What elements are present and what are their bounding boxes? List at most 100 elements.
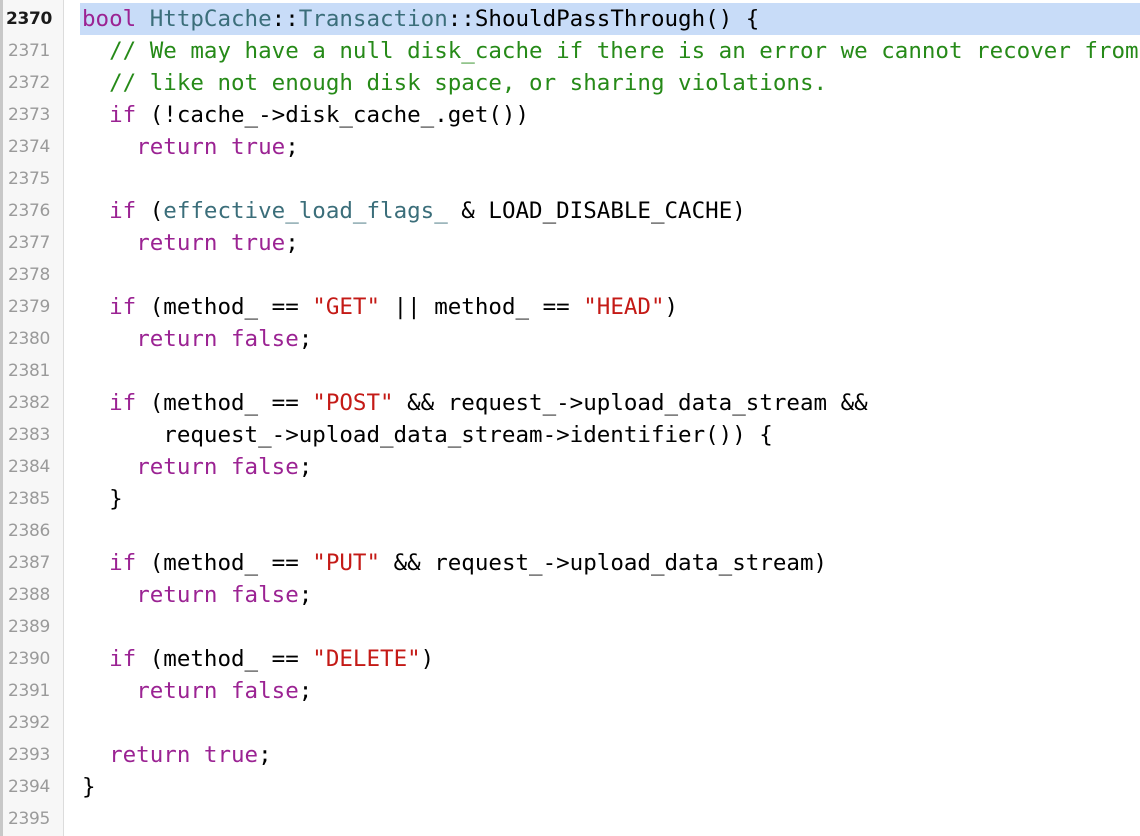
code-area[interactable]: 2370 bool HttpCache::Transaction::ShouldP… [0,3,1140,835]
code-line-text[interactable]: bool HttpCache::Transaction::ShouldPassT… [80,3,1140,35]
code-line-text[interactable]: return true; [80,739,1140,771]
line-number[interactable]: 2372 [7,73,51,93]
code-line-text[interactable]: if (effective_load_flags_ & LOAD_DISABLE… [80,195,1140,227]
code-line-text[interactable]: return false; [80,451,1140,483]
code-line[interactable]: 2384 return false; [0,451,1140,483]
code-line-text[interactable]: if (!cache_->disk_cache_.get()) [80,99,1140,131]
line-number[interactable]: 2385 [7,489,51,509]
code-line[interactable]: 2385 } [0,483,1140,515]
code-line-text[interactable]: // like not enough disk space, or sharin… [80,67,1140,99]
code-line[interactable]: 2375 [0,163,1140,195]
code-line-text[interactable] [80,803,1140,835]
code-line-text[interactable]: request_->upload_data_stream->identifier… [80,419,1140,451]
string-token: "HEAD" [583,294,665,320]
code-line-text[interactable]: if (method_ == "PUT" && request_->upload… [80,547,1140,579]
code-line[interactable]: 2386 [0,515,1140,547]
current-code-line[interactable]: 2370 bool HttpCache::Transaction::ShouldP… [0,3,1140,35]
code-line[interactable]: 2376 if (effective_load_flags_ & LOAD_DI… [0,195,1140,227]
code-line[interactable]: 2371 // We may have a null disk_cache if… [0,35,1140,67]
code-token: ) [664,294,679,320]
code-line[interactable]: 2395 [0,803,1140,835]
code-line-text[interactable]: if (method_ == "GET" || method_ == "HEAD… [80,291,1140,323]
line-number-gutter[interactable] [0,0,64,836]
code-line[interactable]: 2390 if (method_ == "DELETE") [0,643,1140,675]
code-line[interactable]: 2378 [0,259,1140,291]
line-number[interactable]: 2393 [7,745,51,765]
code-line[interactable]: 2394} [0,771,1140,803]
code-line-text[interactable]: return false; [80,675,1140,707]
code-line[interactable]: 2383 request_->upload_data_stream->ident… [0,419,1140,451]
code-token [82,550,109,576]
line-number[interactable]: 2376 [7,201,51,221]
code-token [82,390,109,416]
code-token [82,230,136,256]
line-number[interactable]: 2392 [7,713,51,733]
code-line[interactable]: 2389 [0,611,1140,643]
code-line-text[interactable]: if (method_ == "DELETE") [80,643,1140,675]
code-line-text[interactable]: // We may have a null disk_cache if ther… [80,35,1140,67]
code-line[interactable]: 2391 return false; [0,675,1140,707]
line-number[interactable]: 2377 [7,233,51,253]
line-number[interactable]: 2382 [7,393,51,413]
code-token: ; [285,134,299,160]
code-line[interactable]: 2380 return false; [0,323,1140,355]
code-token: (!cache_->disk_cache_.get()) [136,102,530,128]
code-line[interactable]: 2379 if (method_ == "GET" || method_ == … [0,291,1140,323]
code-line[interactable]: 2381 [0,355,1140,387]
line-number[interactable]: 2373 [7,105,51,125]
code-line[interactable]: 2377 return true; [0,227,1140,259]
line-number[interactable]: 2375 [7,169,51,189]
code-line[interactable]: 2374 return true; [0,131,1140,163]
line-number[interactable]: 2387 [7,553,51,573]
code-line[interactable]: 2372 // like not enough disk space, or s… [0,67,1140,99]
line-number[interactable]: 2389 [7,617,51,637]
line-number[interactable]: 2395 [7,809,51,829]
keyword-token: if [109,550,137,576]
code-token [217,326,231,352]
code-line-text[interactable]: return false; [80,323,1140,355]
line-number[interactable]: 2388 [7,585,51,605]
code-token: (method_ == [136,294,313,320]
line-number[interactable]: 2383 [7,425,51,445]
code-line[interactable]: 2382 if (method_ == "POST" && request_->… [0,387,1140,419]
code-token: ; [285,230,299,256]
code-line-text[interactable]: } [80,771,1140,803]
code-line[interactable]: 2392 [0,707,1140,739]
line-number[interactable]: 2390 [7,649,51,669]
code-line[interactable]: 2393 return true; [0,739,1140,771]
line-number[interactable]: 2370 [5,9,53,29]
line-number[interactable]: 2391 [7,681,51,701]
keyword-token: false [231,454,299,480]
code-token [82,70,109,96]
code-line-text[interactable]: return false; [80,579,1140,611]
code-line-text[interactable] [80,355,1140,387]
code-line-text[interactable]: return true; [80,227,1140,259]
code-line[interactable]: 2388 return false; [0,579,1140,611]
code-line-text[interactable]: if (method_ == "POST" && request_->uploa… [80,387,1140,419]
code-line-text[interactable] [80,707,1140,739]
code-line-text[interactable]: return true; [80,131,1140,163]
line-number[interactable]: 2374 [7,137,51,157]
code-token: || method_ == [380,294,584,320]
code-line[interactable]: 2387 if (method_ == "PUT" && request_->u… [0,547,1140,579]
line-number[interactable]: 2379 [7,297,51,317]
line-number[interactable]: 2381 [7,361,51,381]
keyword-token: return [136,134,218,160]
code-line-text[interactable] [80,259,1140,291]
code-token [82,646,109,672]
code-line-text[interactable] [80,163,1140,195]
line-number[interactable]: 2378 [7,265,51,285]
line-number[interactable]: 2371 [7,41,51,61]
line-number[interactable]: 2384 [7,457,51,477]
code-line-text[interactable] [80,611,1140,643]
line-number[interactable]: 2394 [7,777,51,797]
line-number[interactable]: 2380 [7,329,51,349]
code-token: } [82,486,123,512]
line-number[interactable]: 2386 [7,521,51,541]
code-line-text[interactable] [80,515,1140,547]
code-line[interactable]: 2373 if (!cache_->disk_cache_.get()) [0,99,1140,131]
code-line-text[interactable]: } [80,483,1140,515]
keyword-token: return [136,454,218,480]
comment-token: // We may have a null disk_cache if ther… [109,38,1140,64]
